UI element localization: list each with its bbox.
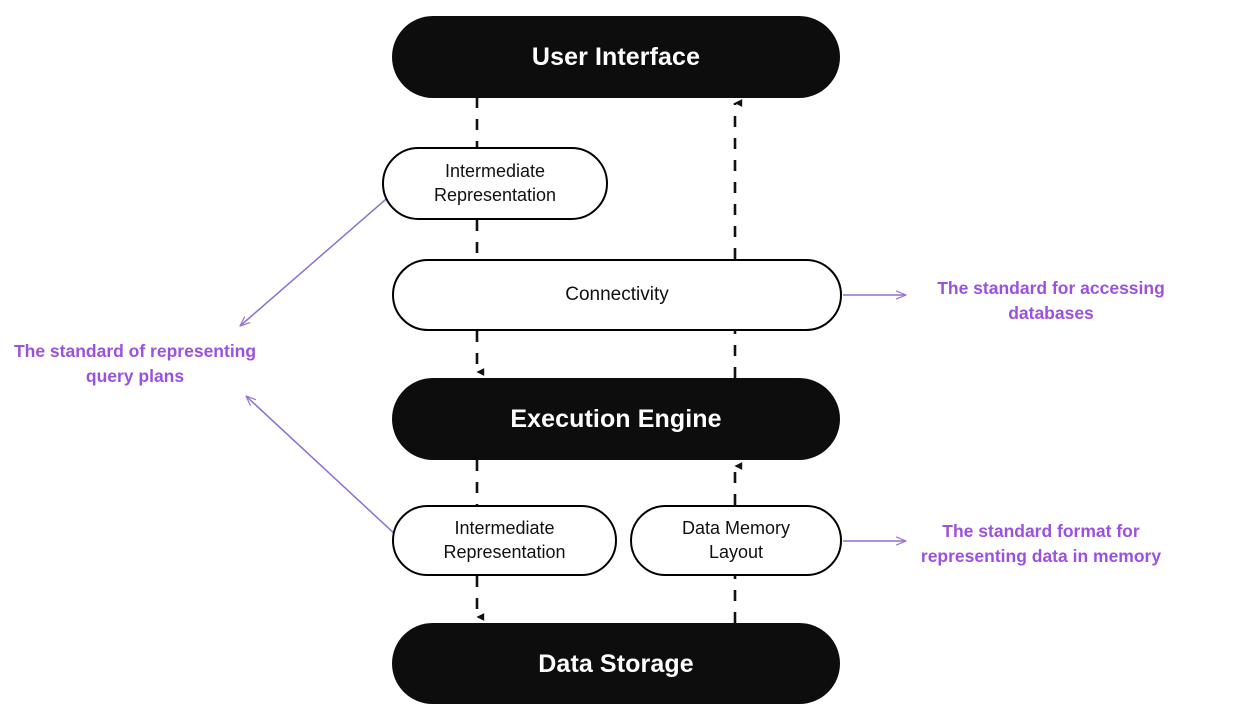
- node-data-storage[interactable]: Data Storage: [392, 623, 840, 704]
- annotation-accessing-databases: The standard for accessing databases: [937, 278, 1165, 323]
- node-connectivity[interactable]: Connectivity: [392, 259, 842, 331]
- annotation-data-in-memory: The standard format for representing dat…: [920, 521, 1162, 566]
- node-data-storage-label: Data Storage: [538, 649, 694, 678]
- leader-ir-top-to-query-plans: [240, 186, 401, 326]
- leader-ir-bottom-to-query-plans: [246, 396, 398, 537]
- node-execution-engine-label: Execution Engine: [510, 405, 722, 433]
- node-execution-engine[interactable]: Execution Engine: [392, 378, 840, 460]
- annotation-query-plans: The standard of representing query plans: [13, 341, 257, 386]
- node-intermediate-representation-top-label: Intermediate Representation: [433, 161, 557, 205]
- node-intermediate-representation-bottom[interactable]: Intermediate Representation: [392, 505, 617, 576]
- node-intermediate-representation-top[interactable]: Intermediate Representation: [382, 147, 608, 220]
- node-user-interface[interactable]: User Interface: [392, 16, 840, 98]
- node-intermediate-representation-bottom-label: Intermediate Representation: [443, 518, 566, 562]
- node-connectivity-label: Connectivity: [565, 283, 669, 305]
- node-user-interface-label: User Interface: [531, 43, 701, 71]
- node-data-memory-layout-label: Data Memory Layout: [681, 518, 791, 562]
- node-data-memory-layout[interactable]: Data Memory Layout: [630, 505, 842, 576]
